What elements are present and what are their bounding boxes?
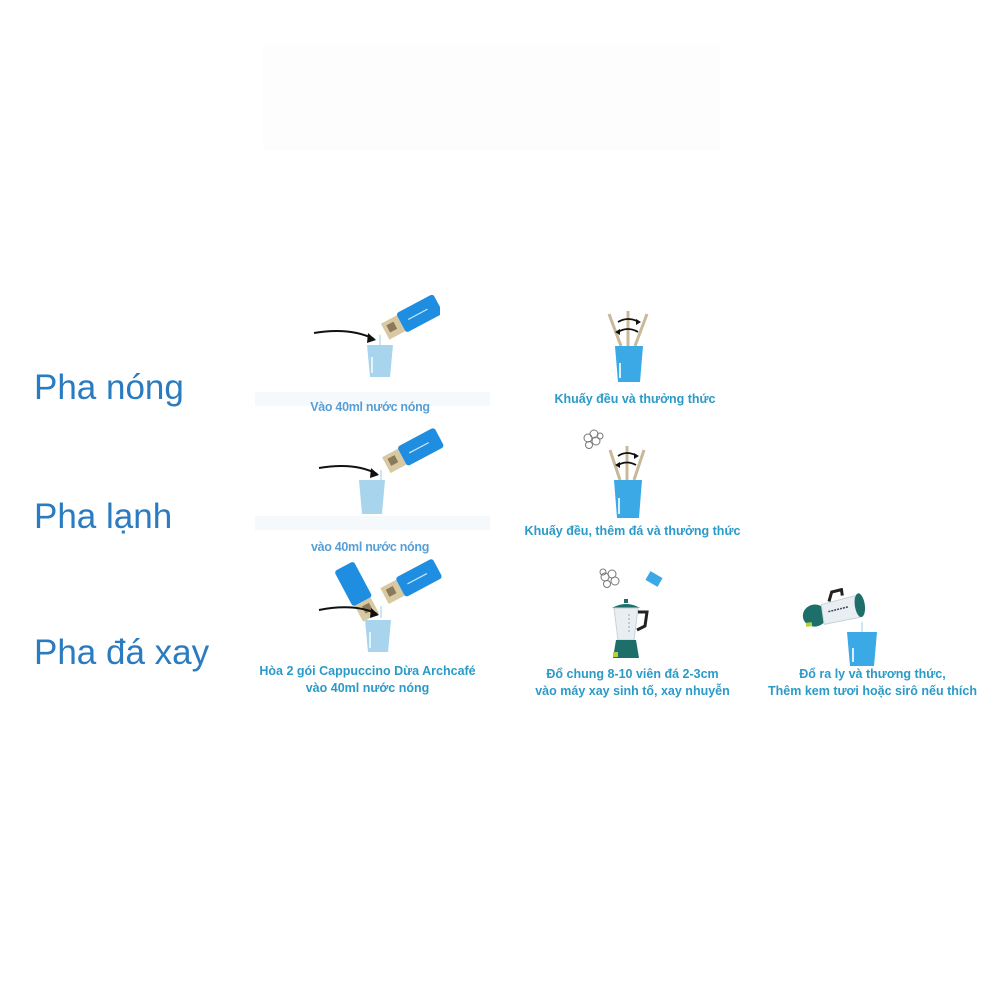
caption-background bbox=[255, 516, 490, 530]
water-glass-icon bbox=[847, 632, 877, 666]
stir-ice-illustration bbox=[583, 429, 646, 518]
pointing-arrow-icon bbox=[318, 606, 379, 618]
caption-line: Đổ chung 8-10 viên đá 2-3cm bbox=[546, 667, 719, 681]
ice-cubes-icon bbox=[599, 568, 620, 588]
coffee-shot-icon bbox=[645, 571, 663, 587]
step-caption: Khuấy đều và thưởng thức bbox=[554, 392, 716, 406]
coffee-sachet-icon bbox=[380, 559, 442, 605]
water-glass-icon bbox=[615, 346, 643, 382]
ice-cubes-icon bbox=[583, 429, 604, 449]
blank-header-area bbox=[263, 45, 720, 150]
pour-from-blender-illustration bbox=[802, 588, 877, 666]
stir-illustration bbox=[607, 311, 649, 382]
method-label-cold: Pha lạnh bbox=[34, 497, 173, 536]
pointing-arrow-icon bbox=[318, 465, 379, 478]
caption-line: vào 40ml nước nóng bbox=[305, 681, 430, 695]
stirring-straws-icon bbox=[608, 446, 646, 481]
caption-line: Đổ ra ly và thương thức, bbox=[799, 667, 946, 681]
method-label-hot: Pha nóng bbox=[34, 368, 184, 407]
coffee-sachet-icon bbox=[380, 295, 440, 340]
method-label-blended: Pha đá xay bbox=[34, 633, 210, 672]
coffee-sachet-icon bbox=[382, 428, 444, 474]
caption-line: vào máy xay sinh tố, xay nhuyễn bbox=[535, 684, 730, 698]
blender-icon bbox=[802, 588, 866, 627]
step-caption: Hòa 2 gói Cappuccino Dừa Archcafé vào 40… bbox=[250, 663, 485, 697]
pour-two-sachets-illustration bbox=[318, 559, 442, 652]
pour-sachet-illustration bbox=[313, 295, 440, 377]
step-caption: Đổ ra ly và thương thức, Thêm kem tươi h… bbox=[755, 666, 990, 700]
pour-sachet-illustration bbox=[318, 428, 444, 514]
stirring-straws-icon bbox=[607, 311, 649, 347]
step-caption: Vào 40ml nước nóng bbox=[310, 400, 430, 414]
pointing-arrow-icon bbox=[313, 330, 376, 343]
blender-illustration bbox=[599, 568, 663, 658]
caption-background bbox=[255, 392, 490, 406]
caption-line: Hòa 2 gói Cappuccino Dừa Archcafé bbox=[259, 664, 476, 678]
step-caption: Đổ chung 8-10 viên đá 2-3cm vào máy xay … bbox=[520, 666, 745, 700]
blender-icon bbox=[612, 599, 649, 658]
water-glass-icon bbox=[367, 345, 393, 377]
water-glass-icon bbox=[365, 620, 391, 652]
water-glass-icon bbox=[614, 480, 642, 518]
step-caption: vào 40ml nước nóng bbox=[310, 540, 430, 554]
caption-line: Thêm kem tươi hoặc sirô nếu thích bbox=[768, 684, 977, 698]
water-glass-icon bbox=[359, 480, 385, 514]
step-caption: Khuấy đều, thêm đá và thưởng thức bbox=[524, 524, 741, 538]
